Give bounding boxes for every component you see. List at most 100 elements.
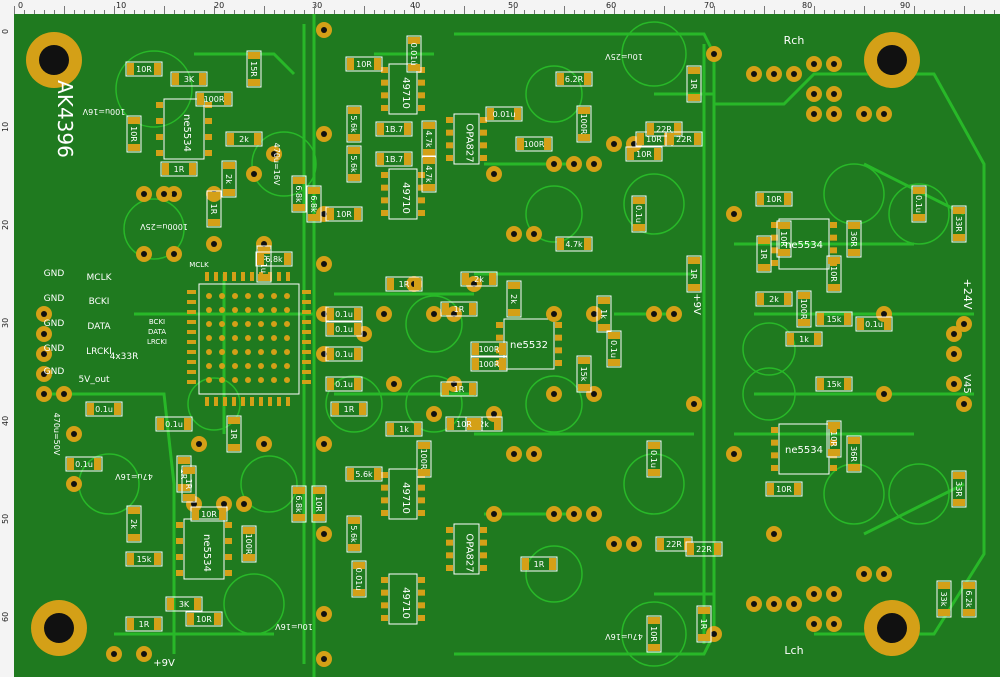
ruler-tick bbox=[414, 6, 415, 14]
smd-pad bbox=[844, 313, 851, 325]
dac-thermal-via bbox=[232, 307, 238, 313]
smd-pad bbox=[414, 423, 421, 435]
ic-pin bbox=[205, 134, 212, 140]
dac-pin bbox=[187, 310, 196, 314]
smd-label: 1k bbox=[599, 309, 608, 319]
smd-component: 4.7k bbox=[421, 155, 437, 193]
capacitor-outline bbox=[251, 131, 317, 197]
smd-pad bbox=[469, 303, 476, 315]
dac-thermal-via bbox=[258, 335, 264, 341]
dac-pin bbox=[187, 320, 196, 324]
smd-pad bbox=[778, 249, 790, 256]
ruler-left-mark: 40 bbox=[1, 415, 10, 426]
smd-component: 6.8k bbox=[291, 485, 307, 523]
tht-hole bbox=[811, 61, 817, 67]
smd-component: 0.01u bbox=[351, 560, 367, 598]
ic-pin bbox=[225, 538, 232, 544]
ruler-tick bbox=[124, 10, 125, 14]
tht-hole bbox=[831, 61, 837, 67]
smd-pad bbox=[848, 222, 860, 229]
smd-pad bbox=[327, 208, 334, 220]
smd-outline bbox=[596, 295, 612, 333]
ruler-tick bbox=[84, 10, 85, 14]
through-hole-pads bbox=[36, 22, 972, 667]
smd-label: 10R bbox=[646, 135, 662, 144]
smd-label: 10R bbox=[356, 60, 372, 69]
smd-outline bbox=[190, 506, 228, 522]
ic-pin bbox=[381, 172, 388, 178]
smd-pad bbox=[348, 544, 360, 551]
smd-pad bbox=[578, 384, 590, 391]
ruler-tick bbox=[654, 10, 655, 14]
smd-component: 1k bbox=[785, 331, 823, 347]
smd-component: 33k bbox=[936, 580, 952, 618]
smd-label: 100R bbox=[479, 360, 500, 369]
smd-pad bbox=[348, 517, 360, 524]
ruler-tick bbox=[914, 6, 915, 14]
ruler-tick bbox=[814, 6, 815, 14]
ic-pin bbox=[381, 589, 388, 596]
ic-pin bbox=[480, 117, 487, 123]
smd-pad bbox=[442, 303, 449, 315]
smd-component: 10R bbox=[345, 56, 383, 72]
smd-label: 10R bbox=[336, 210, 352, 219]
smd-pad bbox=[377, 153, 384, 165]
smd-label: 1R bbox=[344, 405, 355, 414]
dac-thermal-via bbox=[232, 293, 238, 299]
smd-outline bbox=[696, 605, 712, 643]
smd-pad bbox=[387, 278, 394, 290]
smd-pad bbox=[647, 123, 654, 135]
tht-hole bbox=[961, 321, 967, 327]
smd-label: 0.1u bbox=[75, 460, 93, 469]
smd-label: 0.1u bbox=[335, 350, 353, 359]
label-plus24v: +24V bbox=[961, 279, 974, 310]
ruler-tick bbox=[984, 10, 985, 14]
ic-49710-b: 49710 bbox=[400, 182, 411, 214]
dac-thermal-via bbox=[245, 293, 251, 299]
smd-label: 2k bbox=[769, 295, 779, 304]
label-cap-4: 47u=16V bbox=[115, 472, 153, 481]
smd-label: 0.1u bbox=[634, 205, 643, 223]
smd-component: 5.6k bbox=[345, 466, 383, 482]
ruler-tick bbox=[804, 10, 805, 14]
ic-pin bbox=[555, 360, 562, 366]
smd-outline bbox=[185, 611, 223, 627]
ic-pin bbox=[771, 222, 778, 228]
smd-component: 100R bbox=[470, 356, 508, 372]
ruler-tick bbox=[544, 10, 545, 14]
smd-label: 22R bbox=[666, 540, 682, 549]
ruler-top-mark: 80 bbox=[802, 1, 813, 10]
label-plus9v-top: +9V bbox=[691, 293, 702, 315]
smd-pad bbox=[487, 108, 494, 120]
smd-pad bbox=[857, 318, 864, 330]
smd-pad bbox=[472, 358, 479, 370]
smd-pad bbox=[183, 467, 195, 474]
dac-thermal-via bbox=[206, 349, 212, 355]
smd-outline bbox=[330, 401, 368, 417]
smd-outline bbox=[181, 465, 197, 503]
smd-label: 10R bbox=[201, 510, 217, 519]
ic-ne5534-right-top-outline bbox=[778, 218, 830, 270]
smd-component: 1k bbox=[385, 421, 423, 437]
ic-ne5534-top-left-outline bbox=[163, 98, 205, 160]
smd-outline bbox=[631, 195, 647, 233]
tht-hole bbox=[71, 481, 77, 487]
tht-hole bbox=[811, 91, 817, 97]
smd-label: 6.8k bbox=[309, 195, 318, 213]
ruler-tick bbox=[744, 10, 745, 14]
ruler-left-mark: 50 bbox=[1, 513, 10, 524]
smd-outline bbox=[195, 91, 233, 107]
dac-pin bbox=[187, 380, 196, 384]
smd-label: 1R bbox=[454, 305, 465, 314]
ruler-top-mark: 10 bbox=[116, 1, 127, 10]
tht-hole bbox=[171, 191, 177, 197]
smd-label: 1R bbox=[759, 249, 768, 260]
smd-component: 10R bbox=[826, 255, 842, 293]
ruler-tick bbox=[774, 10, 775, 14]
ruler-tick bbox=[644, 10, 645, 14]
tht-hole bbox=[751, 71, 757, 77]
smd-pad bbox=[598, 324, 610, 331]
label-mcu-0: MCLK bbox=[189, 261, 209, 269]
mounting-hole bbox=[877, 45, 907, 75]
smd-outline bbox=[375, 121, 413, 137]
